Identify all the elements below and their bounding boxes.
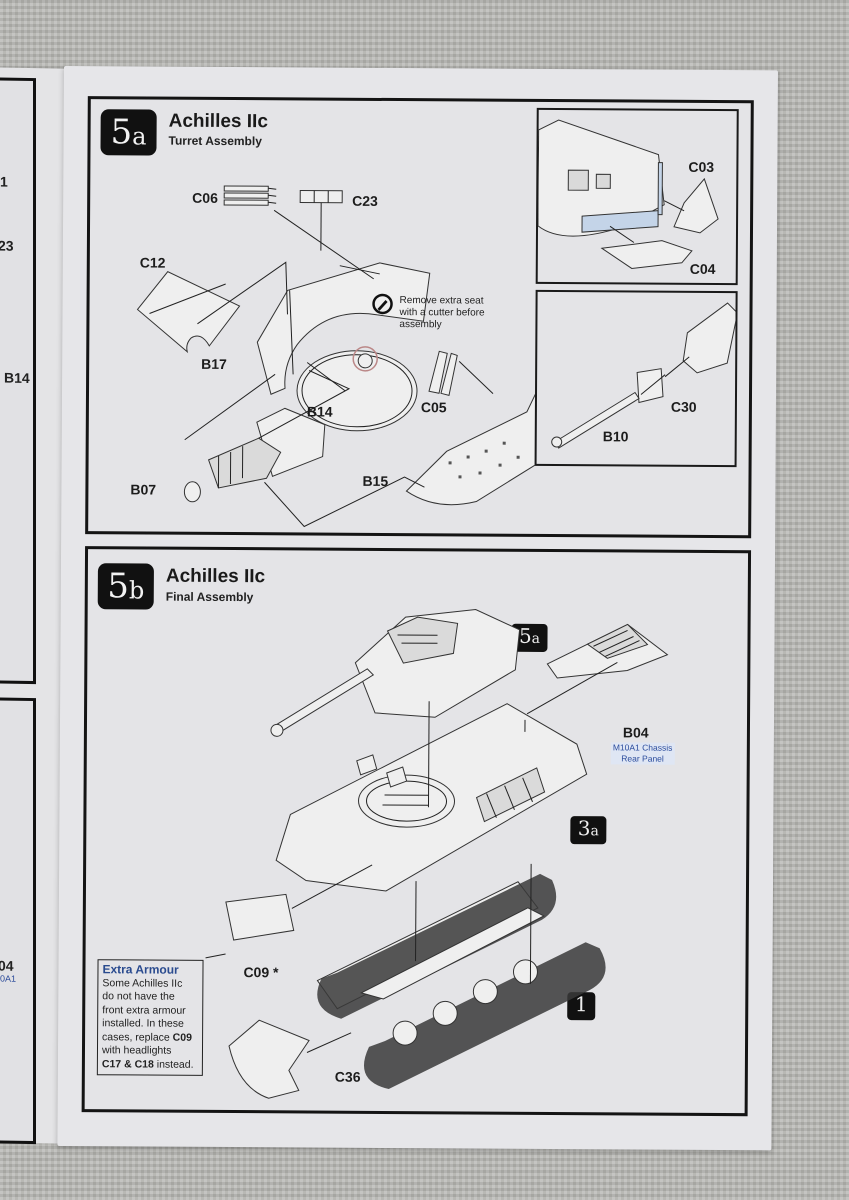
cut-note-text: Remove extra seat with a cutter before a… <box>399 295 485 331</box>
callout-part-ref: C09 <box>172 1031 192 1044</box>
part-label-b10: B10 <box>602 428 629 445</box>
part-b04-rear-panel <box>546 623 669 679</box>
gun-barrel-diagram <box>551 302 738 449</box>
previous-page-label: 04 <box>0 957 14 974</box>
part-label-b14: B14 <box>306 403 333 420</box>
callout-text: instead. <box>153 1058 194 1071</box>
part-label-c04: C04 <box>689 260 716 277</box>
part-c23-periscopes <box>299 189 343 204</box>
part-b07-mantlet <box>183 407 326 503</box>
callout-title: Extra Armour <box>102 962 179 977</box>
b04-caption: M10A1 Chassis Rear Panel <box>610 742 675 765</box>
part-c05 <box>428 350 458 396</box>
part-label-c09: C09 * <box>243 964 279 981</box>
turret-assembly-5a <box>270 609 521 737</box>
final-assembly-diagram <box>205 609 669 1099</box>
part-label-c06: C06 <box>192 189 218 206</box>
part-label-c12: C12 <box>139 254 166 271</box>
cutter-icon <box>372 293 393 315</box>
previous-page-blue-label: 0A1 <box>0 973 17 984</box>
callout-line: front extra armour <box>102 1003 186 1017</box>
part-c06-shells <box>223 185 277 206</box>
part-label-b15: B15 <box>362 472 389 489</box>
inset-c30-b10: C30 B10 <box>534 289 738 468</box>
part-label-c05: C05 <box>420 399 447 416</box>
part-c36 <box>228 1019 310 1099</box>
callout-line: C17 & C18 instead. <box>102 1058 198 1072</box>
part-label-c03: C03 <box>688 158 715 175</box>
part-label-b17: B17 <box>201 355 227 373</box>
callout-part-ref: C17 & C18 <box>101 1057 154 1071</box>
inset-c03-c04: C03 C04 <box>535 107 739 286</box>
part-c09-armour-plate <box>225 893 295 941</box>
part-label-c23: C23 <box>352 192 378 209</box>
previous-page-label: B14 <box>4 369 30 386</box>
hull-assembly-1 <box>316 873 606 1090</box>
callout-line: installed. In these <box>102 1017 184 1030</box>
callout-text: cases, replace <box>102 1030 173 1044</box>
part-label-b04: B04 <box>622 724 649 741</box>
part-label-c36: C36 <box>334 1068 361 1085</box>
chassis-assembly-3a <box>275 703 588 892</box>
part-c12 <box>136 271 241 354</box>
b04-caption-line: M10A1 Chassis <box>612 742 673 753</box>
callout-line: Some Achilles IIc <box>102 976 183 990</box>
part-b15-turret-side <box>405 372 556 506</box>
callout-line: cases, replace C09 <box>102 1031 198 1045</box>
extra-armour-callout: Extra Armour Some Achilles IIc do not ha… <box>96 959 204 1076</box>
previous-page-label: 23 <box>0 237 14 254</box>
callout-line: with headlights <box>101 1044 172 1057</box>
seat-highlight-circle <box>352 346 378 372</box>
part-label-b07: B07 <box>130 481 157 498</box>
previous-page-label: 1 <box>0 173 8 190</box>
previous-page-panel-bottom <box>0 696 36 1145</box>
turret-front-plates-diagram <box>537 119 719 269</box>
part-label-c30: C30 <box>670 398 697 415</box>
b04-caption-line: Rear Panel <box>621 753 664 764</box>
callout-line: do not have the <box>102 990 175 1003</box>
